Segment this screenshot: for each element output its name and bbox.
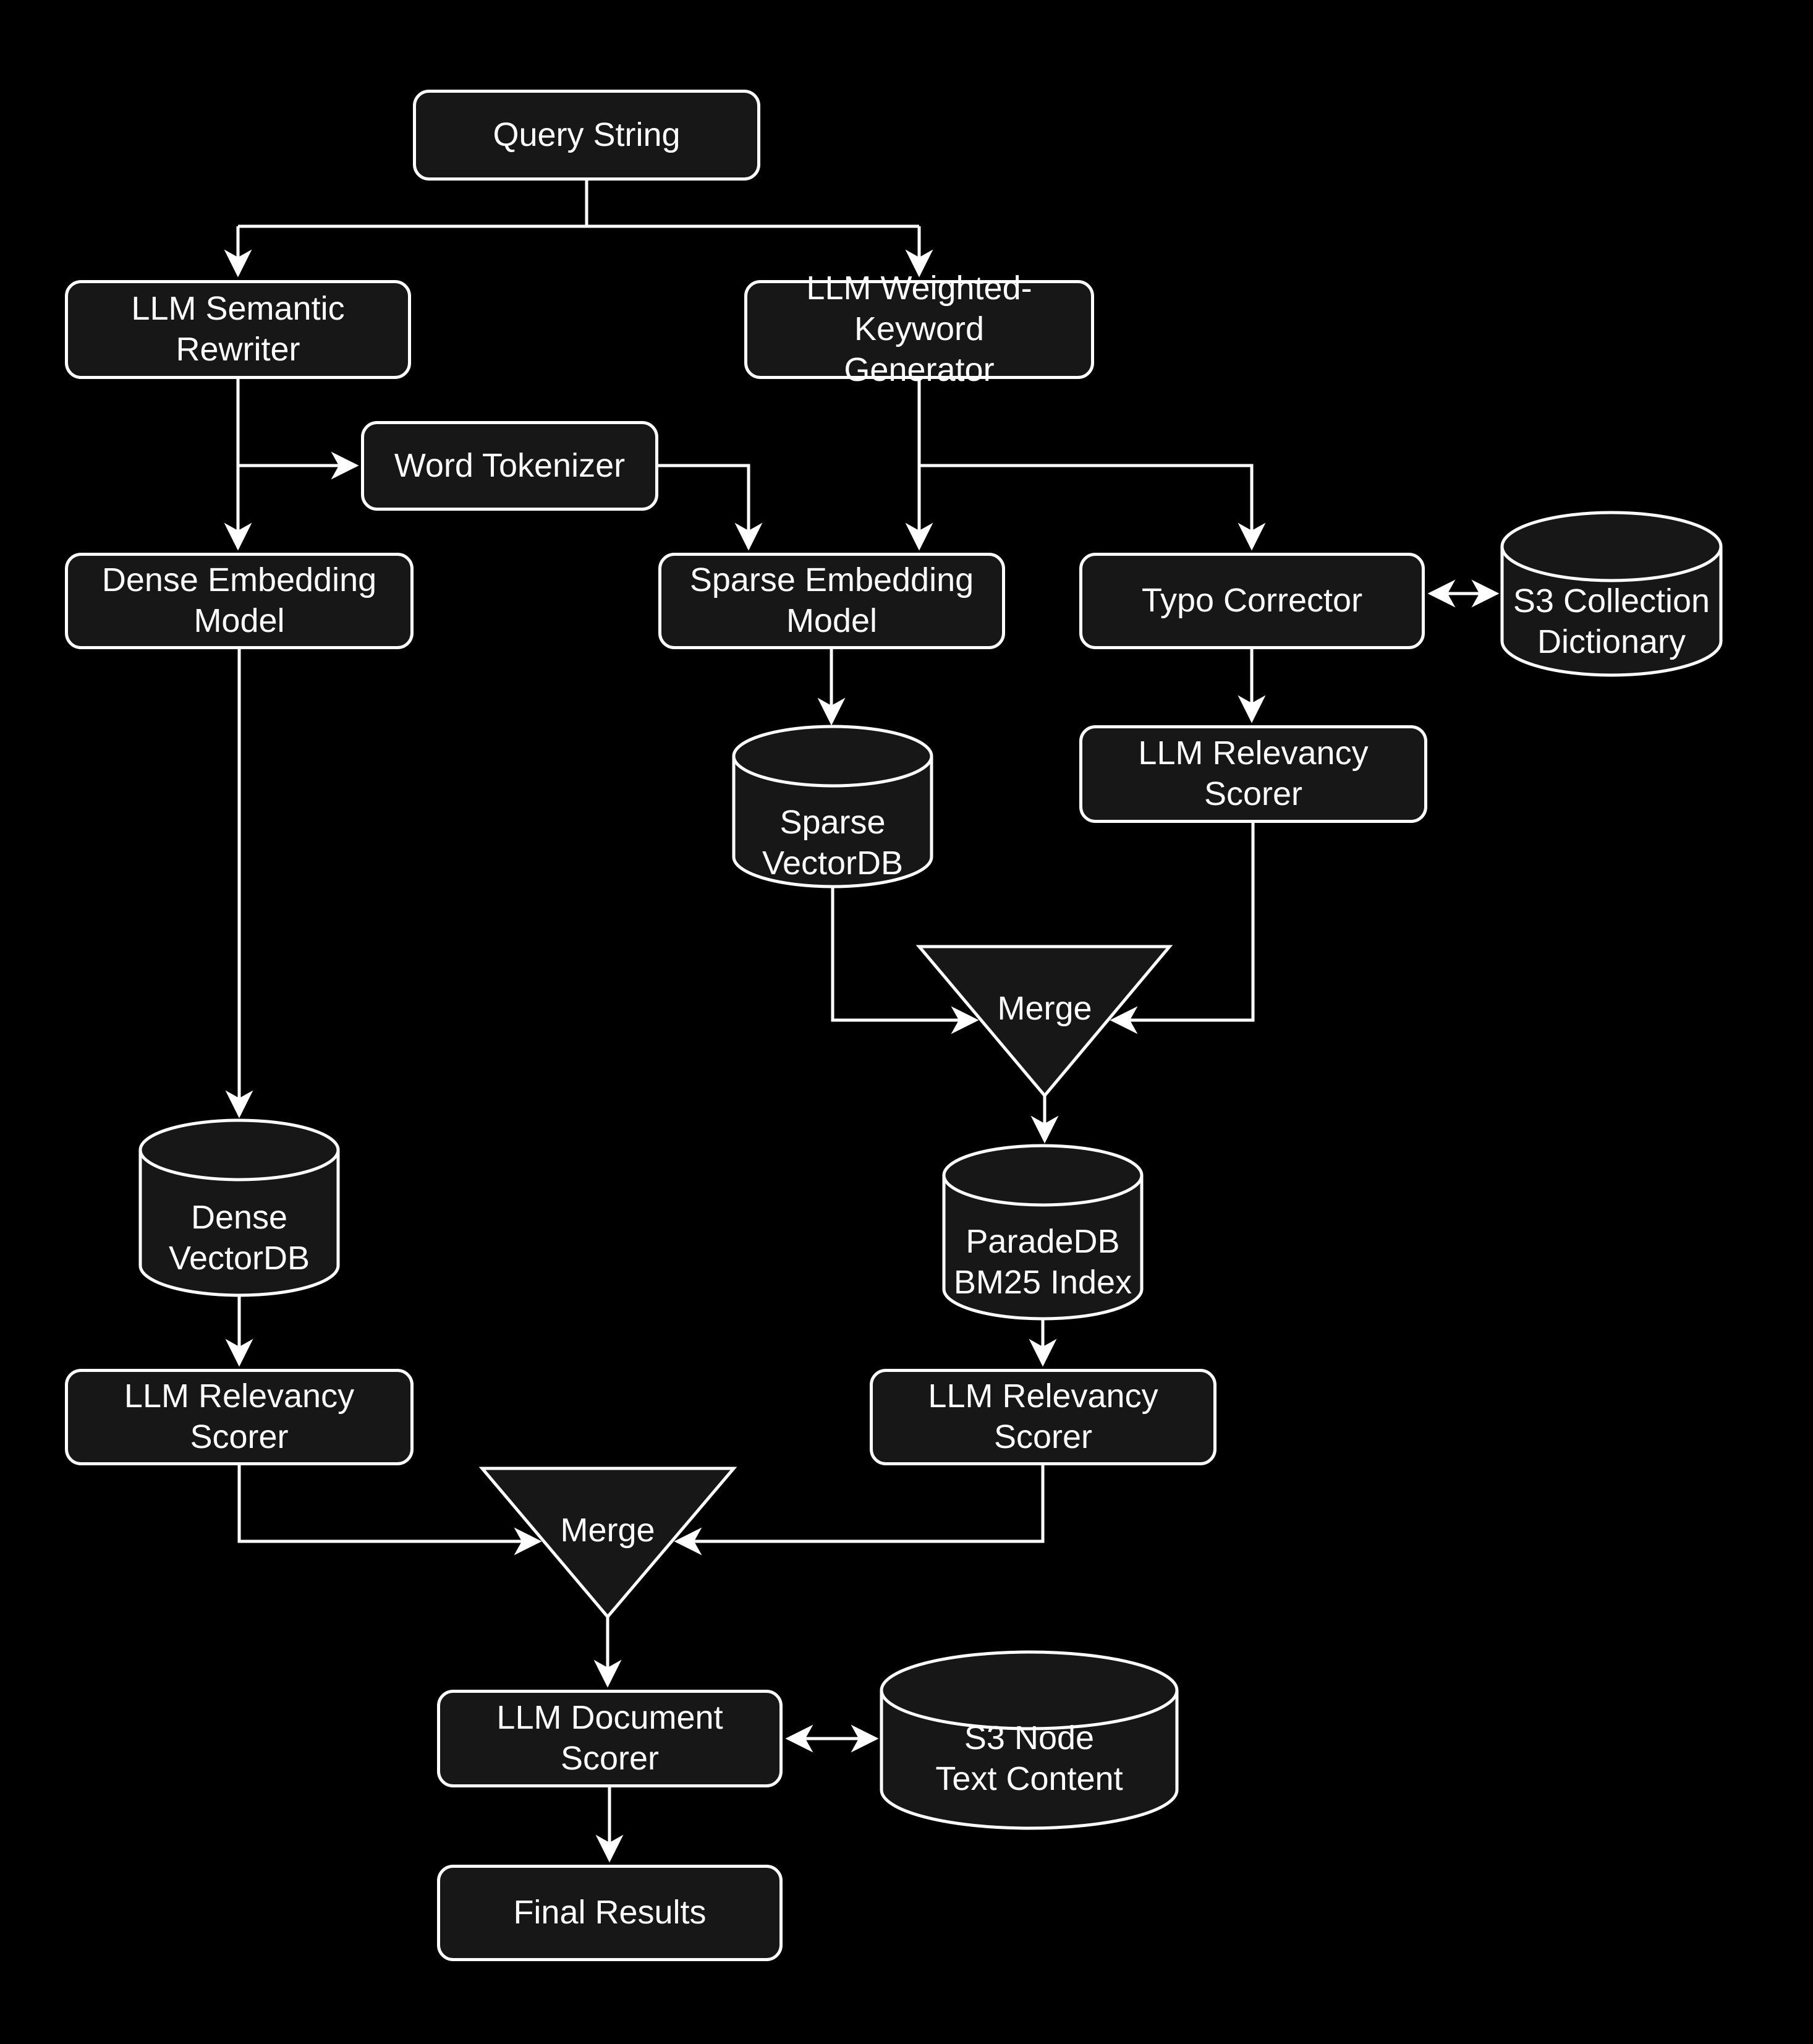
node-dense-embedding-model-label: Dense Embedding Model (101, 561, 377, 639)
node-sparse-embedding-model: Sparse Embedding Model (658, 553, 1005, 649)
node-llm-relevancy-scorer-sparse: LLM Relevancy Scorer (870, 1369, 1216, 1465)
edge-relevancy-dense-to-merge2 (237, 1465, 542, 1556)
node-llm-weighted-keyword-generator: LLM Weighted-Keyword Generator (744, 270, 1094, 388)
node-llm-relevancy-scorer-dense-label: LLM Relevancy Scorer (124, 1378, 355, 1455)
node-llm-semantic-rewriter: LLM Semantic Rewriter (65, 280, 411, 379)
node-typo-corrector-label: Typo Corrector (1141, 582, 1363, 620)
merge1-triangle (915, 945, 1173, 1098)
s3-collection-dictionary-cylinder (1500, 511, 1723, 677)
node-llm-relevancy-scorer-dense: LLM Relevancy Scorer (65, 1369, 414, 1465)
node-llm-relevancy-scorer-typo: LLM Relevancy Scorer (1079, 725, 1427, 823)
node-final-results-label: Final Results (513, 1894, 707, 1931)
node-typo-corrector: Typo Corrector (1079, 553, 1425, 649)
merge2-triangle (478, 1467, 737, 1619)
paradedb-bm25-cylinder (942, 1144, 1144, 1321)
node-llm-semantic-rewriter-label: LLM Semantic Rewriter (131, 290, 345, 368)
edge-tokenizer-to-sparse-embedding (658, 464, 763, 551)
edge-keyword-gen-to-typo-corrector (919, 464, 1266, 551)
node-llm-weighted-keyword-generator-label: LLM Weighted-Keyword Generator (806, 270, 1032, 388)
node-dense-embedding-model: Dense Embedding Model (65, 553, 414, 649)
node-llm-relevancy-scorer-typo-label: LLM Relevancy Scorer (1138, 735, 1369, 812)
edge-query-split (238, 181, 919, 228)
edge-relevancy-typo-to-merge1 (1110, 823, 1255, 1034)
s3-node-text-content-cylinder (880, 1650, 1179, 1830)
node-llm-relevancy-scorer-sparse-label: LLM Relevancy Scorer (928, 1378, 1158, 1455)
node-llm-document-scorer-label: LLM Document Scorer (496, 1699, 723, 1777)
edge-relevancy-sparse-to-merge2 (674, 1465, 1045, 1556)
node-query-string: Query String (413, 90, 760, 181)
node-word-tokenizer: Word Tokenizer (361, 421, 658, 511)
node-query-string-label: Query String (493, 116, 681, 153)
sparse-vectordb-cylinder (732, 725, 933, 888)
node-sparse-embedding-model-label: Sparse Embedding Model (689, 561, 974, 639)
edge-sparse-vectordb-to-merge1 (831, 887, 979, 1034)
node-llm-document-scorer: LLM Document Scorer (437, 1690, 783, 1787)
dense-vectordb-cylinder (138, 1118, 340, 1297)
node-word-tokenizer-label: Word Tokenizer (394, 446, 626, 484)
node-final-results: Final Results (437, 1865, 783, 1961)
